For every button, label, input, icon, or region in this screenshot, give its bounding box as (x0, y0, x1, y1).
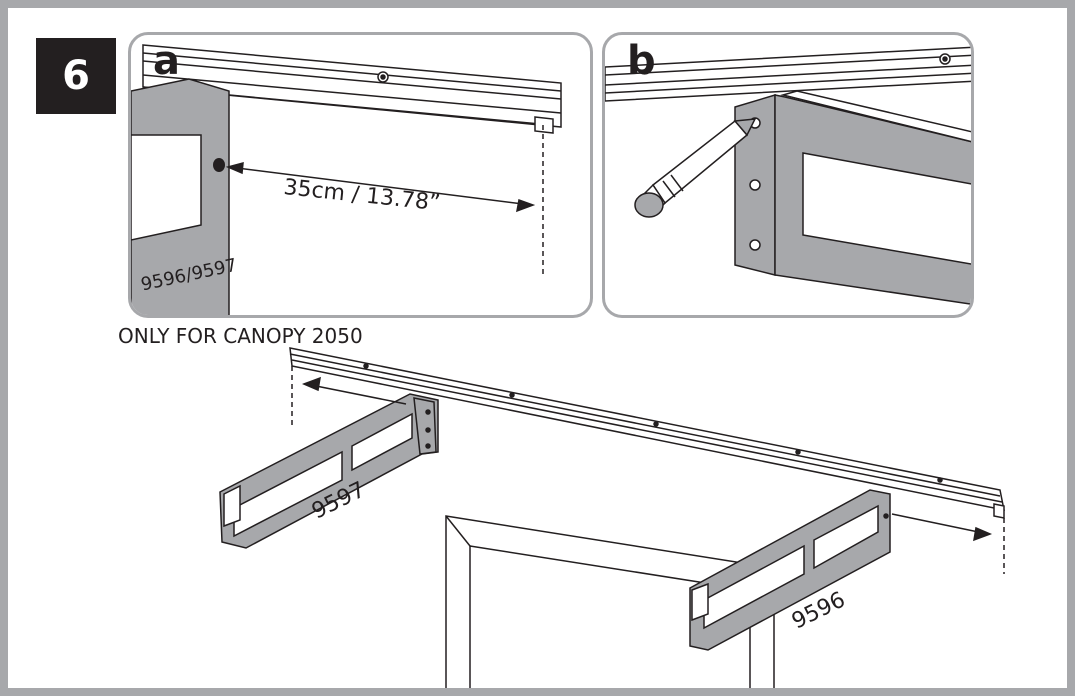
panel-a-letter: a (153, 38, 180, 84)
distance-arrows (301, 376, 993, 542)
bracket-plate (131, 78, 230, 315)
bracket-plate (734, 90, 971, 305)
detail-panel-a: a 35cm / 13.78” 9596/9597 (128, 32, 593, 318)
main-assembly-illustration (219, 347, 1005, 688)
left-bracket-9597 (219, 393, 439, 549)
detail-panel-b: b (602, 32, 974, 318)
long-rail (289, 347, 1005, 574)
step-badge: 6 (36, 38, 116, 114)
pencil-icon (634, 118, 757, 218)
rail-profile (605, 46, 971, 102)
panel-a-illustration (131, 44, 562, 315)
mount-hole (213, 158, 225, 172)
rail-profile (142, 44, 562, 134)
step-number: 6 (62, 53, 90, 99)
right-bracket-9596 (689, 489, 891, 651)
dimension-arrow (225, 125, 544, 275)
canopy-note: ONLY FOR CANOPY 2050 (118, 324, 363, 348)
panel-b-letter: b (627, 38, 656, 84)
panel-b-illustration (605, 46, 971, 305)
